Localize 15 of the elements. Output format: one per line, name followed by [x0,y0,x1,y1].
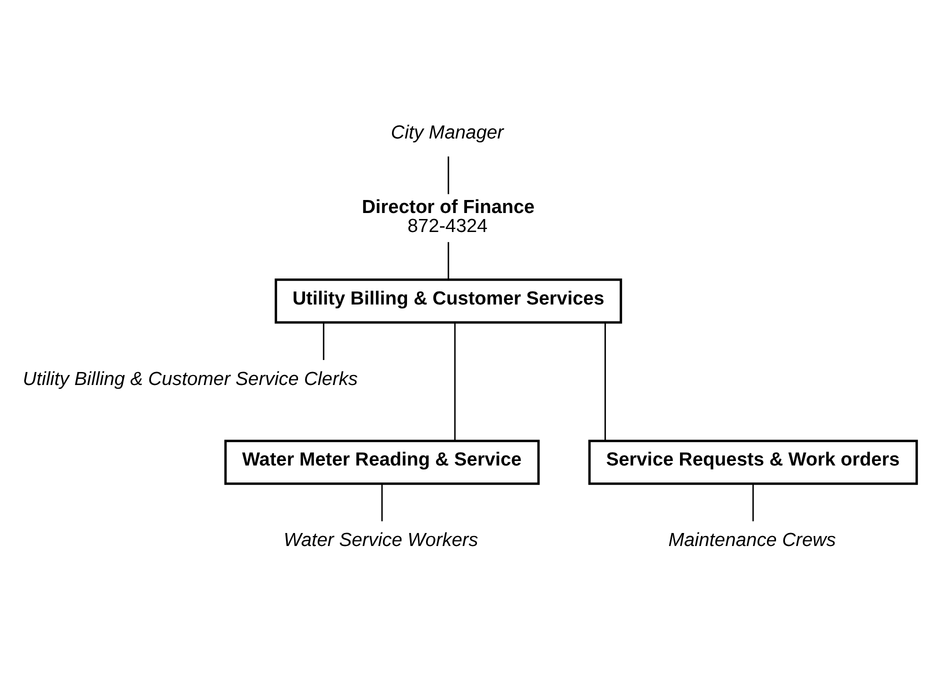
node-text: Utility Billing & Customer Service Clerks [22,368,358,390]
node-text: Director of Finance 872-4324 [362,196,535,237]
connector [448,156,450,194]
connector [752,483,754,521]
node-text: City Manager [390,122,504,143]
node-box: Water Meter Reading & Service [224,439,540,484]
connector [381,483,383,521]
node-box: Service Requests & Work orders [588,439,918,484]
node-text: Maintenance Crews [668,530,836,551]
connector [454,322,456,440]
connector [448,242,450,280]
node-text: Water Service Workers [284,530,478,551]
connector [604,322,606,440]
node-box: Utility Billing & Customer Services [274,278,622,324]
connector [322,322,324,360]
